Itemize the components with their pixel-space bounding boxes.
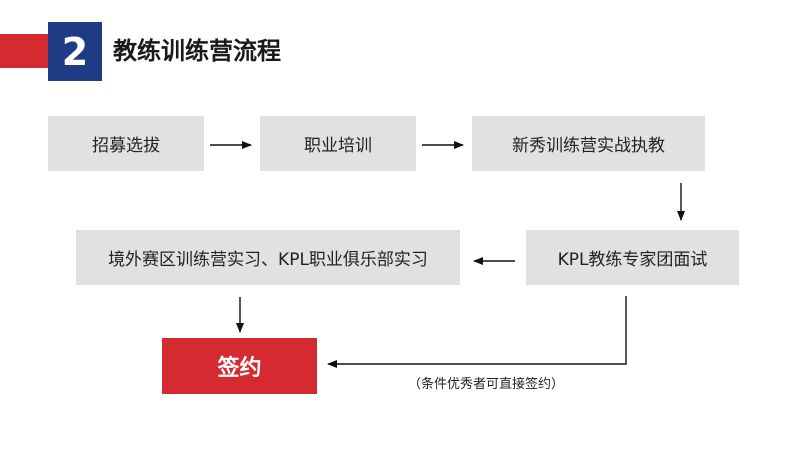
header-red-stripe bbox=[0, 34, 54, 68]
step-training: 职业培训 bbox=[260, 116, 416, 171]
section-number-badge: 2 bbox=[48, 22, 102, 81]
step-internship: 境外赛区训练营实习、KPL职业俱乐部实习 bbox=[76, 230, 460, 285]
step-rookie-camp: 新秀训练营实战执教 bbox=[472, 116, 705, 171]
step-expert-interview: KPL教练专家团面试 bbox=[526, 230, 739, 285]
step-sign: 签约 bbox=[162, 338, 317, 394]
direct-sign-note: （条件优秀者可直接签约） bbox=[408, 377, 565, 392]
arrow-interview-to-sign bbox=[327, 296, 627, 368]
page-title: 教练训练营流程 bbox=[113, 37, 281, 65]
step-recruit: 招募选拔 bbox=[48, 116, 204, 171]
